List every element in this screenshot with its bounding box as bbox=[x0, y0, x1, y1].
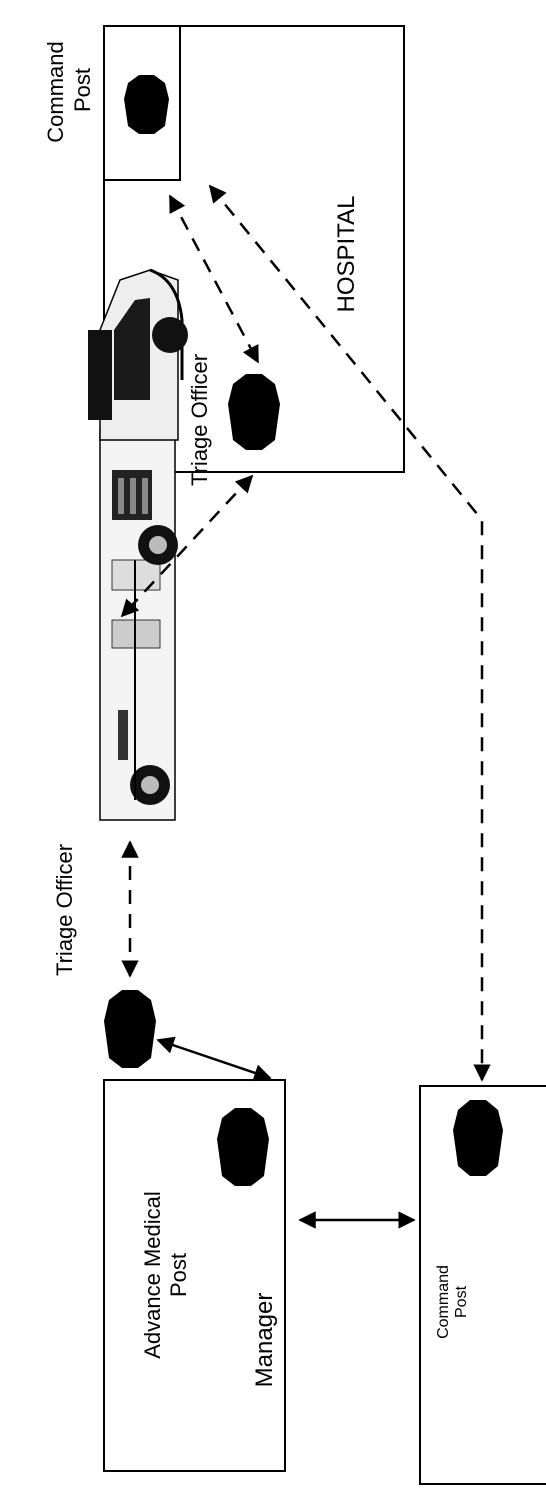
arrow-hospital-triage-to-ambulance bbox=[120, 474, 254, 618]
hospital-command-post-node bbox=[124, 75, 169, 134]
hospital-command-post-label-line2: Post bbox=[70, 68, 95, 112]
manager-node bbox=[217, 1108, 269, 1186]
field-command-post-node bbox=[453, 1100, 503, 1176]
hospital-triage-officer-node bbox=[228, 374, 280, 450]
hospital-title: HOSPITAL bbox=[333, 196, 360, 313]
ambulance-icon bbox=[88, 268, 188, 821]
arrow-field-triage-to-manager bbox=[156, 1036, 272, 1082]
field-triage-officer-label: Triage Officer bbox=[52, 844, 77, 976]
advance-medical-post-label-line2: Post bbox=[166, 1253, 191, 1297]
arrow-hospital-cp-to-field-cp bbox=[208, 184, 491, 1082]
advance-medical-post-label-line1: Advance Medical bbox=[140, 1191, 165, 1359]
manager-label: Manager bbox=[251, 1293, 278, 1388]
hospital-command-post-label-line1: Command bbox=[43, 41, 68, 142]
hospital-triage-officer-label: Triage Officer bbox=[187, 354, 212, 486]
field-command-post-label-line2: Post bbox=[453, 1285, 470, 1318]
field-command-post-label-line1: Command bbox=[435, 1265, 452, 1339]
field-triage-officer-node bbox=[104, 990, 156, 1068]
